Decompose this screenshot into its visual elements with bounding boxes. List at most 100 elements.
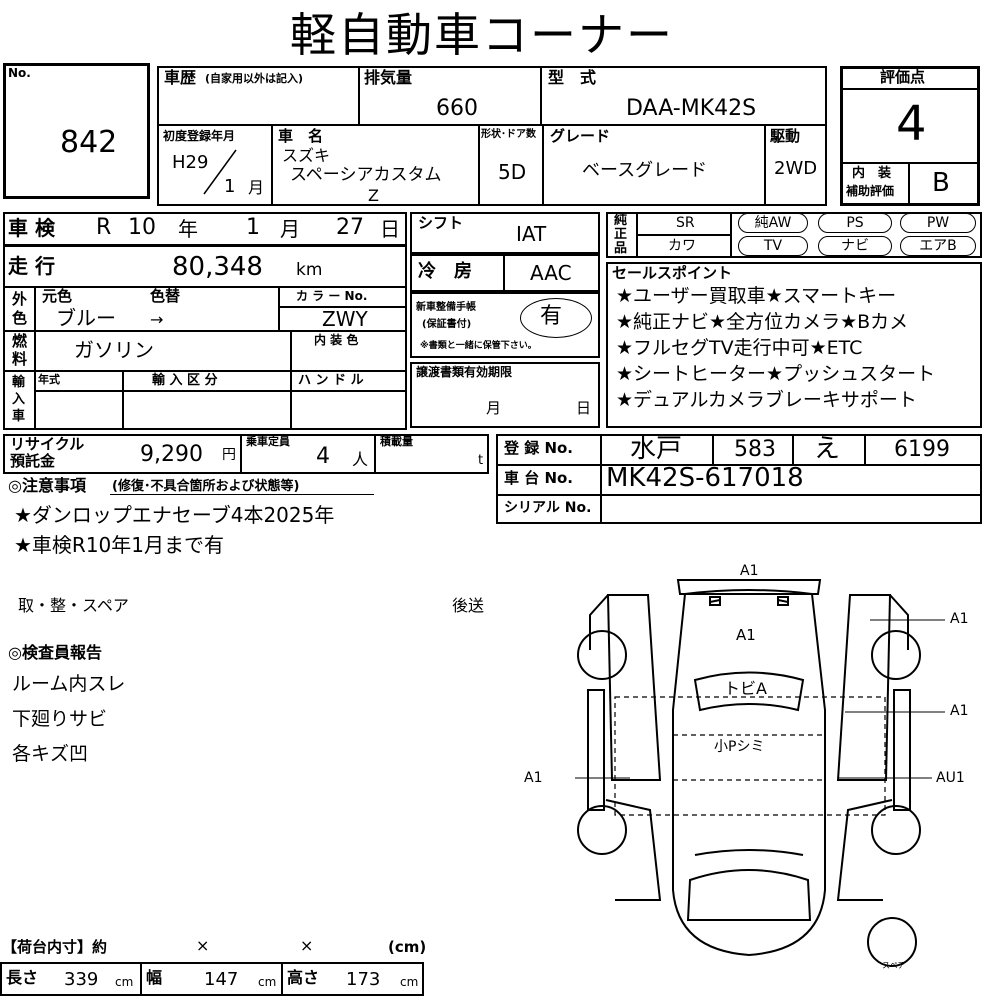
equipment-tv: TV — [738, 236, 808, 256]
cargo-width-unit: cm — [258, 975, 277, 989]
top-info-grid — [157, 66, 827, 206]
notes-label: ◎注意事項 — [8, 476, 86, 495]
spare-tool-text: 取・整・スペア — [18, 596, 129, 615]
registration-class-no: 583 — [734, 437, 776, 462]
equipment-power-window: PW — [900, 213, 976, 233]
note-line: ★車検R10年1月まで有 — [14, 533, 224, 557]
car-name-line2: Z — [368, 186, 379, 205]
sales-point-line: ★ユーザー買取車★スマートキー — [616, 285, 897, 307]
equipment-label-3: 品 — [614, 241, 628, 256]
model-value: DAA-MK42S — [626, 96, 757, 121]
car-damage-diagram — [575, 579, 945, 967]
page-title: 軽自動車コーナー — [290, 8, 674, 62]
registration-place: 水戸 — [630, 434, 683, 464]
aircon-value: AAC — [530, 261, 572, 285]
recycle-label-2: 預託金 — [10, 452, 56, 470]
change-color-label: 色替 — [150, 287, 181, 305]
inspection-year-unit: 年 — [178, 217, 198, 241]
rating-box — [840, 66, 980, 206]
car-maker: スズキ — [282, 146, 331, 165]
maintenance-oval — [520, 298, 592, 338]
inspection-year: 10 — [128, 215, 156, 240]
sales-point-line: ★フルセグTV走行中可★ETC — [616, 337, 863, 359]
sales-point-line: ★デュアルカメラブレーキサポート — [616, 389, 917, 411]
inspection-day: 27 — [336, 215, 364, 240]
capacity-unit: 人 — [352, 450, 369, 469]
aircon-box — [410, 254, 600, 292]
shift-value: IAT — [516, 222, 547, 246]
capacity-label: 乗車定員 — [246, 435, 290, 448]
diagram-label-right-front: A1 — [950, 611, 969, 627]
fuel-label-1: 燃 — [12, 332, 28, 350]
import-handle-label: ハ ン ド ル — [298, 373, 364, 388]
mileage-value: 80,348 — [172, 252, 263, 282]
recycle-row — [3, 434, 489, 474]
outer-color-label-2: 色 — [12, 309, 28, 327]
interior-rating-value: B — [932, 168, 950, 198]
recycle-value: 9,290 — [140, 442, 203, 467]
doors-label: 形状･ドア数 — [481, 129, 536, 140]
sales-point-line: ★シートヒーター★プッシュスタート — [616, 363, 936, 385]
maintenance-box — [410, 292, 600, 358]
cargo-times-1: × — [196, 936, 210, 955]
equipment-label-1: 純 — [614, 213, 628, 228]
chassis-value: MK42S-617018 — [606, 463, 804, 493]
registration-number: 6199 — [894, 437, 950, 462]
maintenance-label-2: (保証書付) — [422, 319, 472, 330]
diagram-label-left-rear: A1 — [524, 770, 543, 786]
cargo-dimensions-box — [0, 962, 424, 996]
lot-number-label: No. — [8, 66, 31, 80]
lot-number-value: 842 — [60, 125, 118, 160]
capacity-value: 4 — [316, 444, 330, 469]
grade-label: グレード — [550, 127, 611, 145]
maintenance-label-1: 新車整備手帳 — [416, 302, 476, 313]
rear-send-text: 後送 — [452, 596, 485, 615]
grade-value: ベースグレード — [582, 160, 708, 181]
maintenance-note: ※書類と一緒に保管下さい。 — [420, 341, 537, 351]
inspection-day-unit: 日 — [380, 217, 400, 241]
transfer-label: 譲渡書類有効期限 — [416, 365, 513, 379]
interior-rating-label-1: 内 装 — [852, 166, 892, 181]
interior-rating-label-2: 補助評価 — [846, 184, 895, 198]
registration-label: 登 録 No. — [504, 439, 574, 457]
equipment-label-2: 正 — [614, 227, 628, 242]
cargo-width-value: 147 — [204, 969, 239, 990]
color-arrow: → — [150, 310, 164, 329]
lot-number-box — [3, 63, 150, 199]
vehicle-detail-grid — [3, 212, 407, 430]
mileage-label: 走 行 — [8, 254, 55, 278]
rating-value: 4 — [896, 96, 927, 152]
load-unit: t — [478, 453, 484, 468]
model-label: 型 式 — [548, 68, 597, 87]
history-label: 車歴 — [164, 68, 197, 87]
aircon-label: 冷 房 — [418, 261, 472, 282]
equipment-airbag: エアB — [900, 236, 976, 256]
import-label-3: 車 — [12, 409, 26, 424]
load-label: 積載量 — [380, 435, 413, 448]
diagram-label-right-rear: AU1 — [936, 770, 965, 786]
chassis-label: 車 台 No. — [504, 469, 574, 487]
first-reg-month-unit: 月 — [248, 178, 265, 197]
history-note: (自家用以外は記入) — [205, 72, 304, 85]
sales-points-box — [606, 262, 982, 428]
sales-points-label: セールスポイント — [612, 264, 733, 282]
cargo-label: 【荷台内寸】約 — [2, 938, 108, 956]
sales-point-line: ★純正ナビ★全方位カメラ★Bカメ — [616, 311, 909, 333]
first-reg-label: 初度登録年月 — [163, 129, 236, 143]
orig-color-value: ブルー — [56, 306, 116, 330]
mileage-unit: km — [296, 260, 323, 280]
maintenance-value: 有 — [540, 304, 563, 329]
diagram-label-top: A1 — [740, 563, 759, 579]
color-code-value: ZWY — [322, 307, 368, 331]
inspector-line: 下廻りサビ — [12, 708, 108, 730]
fuel-label-2: 料 — [12, 350, 28, 368]
notes-sub: (修復･不具合箇所および状態等) — [112, 479, 300, 494]
displacement-label: 排気量 — [364, 68, 413, 87]
inspection-label: 車 検 — [8, 216, 55, 240]
outer-color-label-1: 外 — [12, 290, 28, 308]
equipment-sr: SR — [676, 215, 695, 231]
cargo-length-unit: cm — [115, 975, 134, 989]
registration-kana: え — [814, 434, 841, 464]
cargo-height-unit: cm — [400, 975, 419, 989]
cargo-width-label: 幅 — [146, 968, 163, 987]
